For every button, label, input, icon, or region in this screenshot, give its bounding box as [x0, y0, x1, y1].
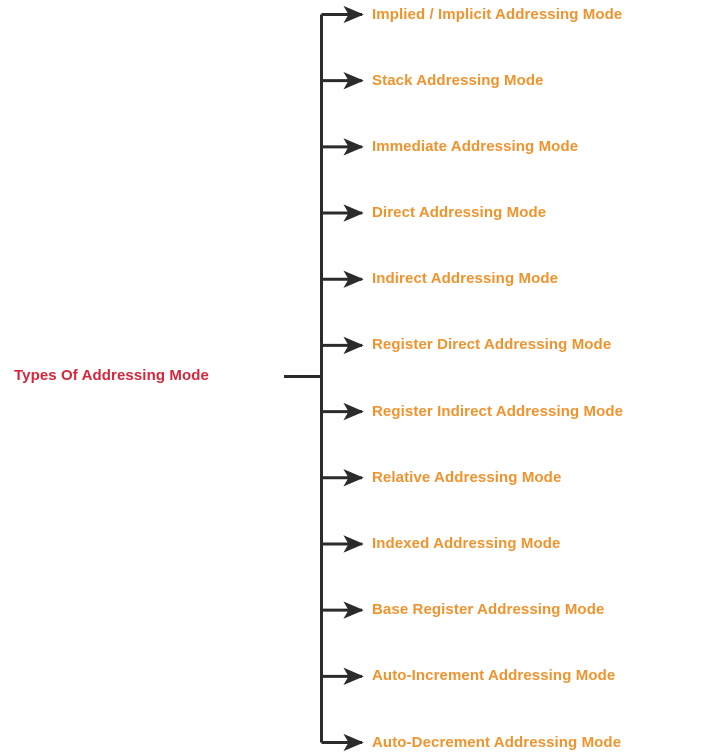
root-node-label: Types Of Addressing Mode: [14, 367, 209, 384]
branch-node-label: Auto-Increment Addressing Mode: [372, 667, 616, 685]
branch-node-label: Stack Addressing Mode: [372, 71, 544, 89]
branch-node-label: Indexed Addressing Mode: [372, 534, 561, 552]
branch-node-label: Direct Addressing Mode: [372, 204, 547, 222]
branch-node-label: Register Direct Addressing Mode: [372, 336, 612, 354]
branch-arrow-group: [321, 5, 364, 752]
branch-node-label: Implied / Implicit Addressing Mode: [372, 5, 623, 23]
branch-node-label: Indirect Addressing Mode: [372, 270, 559, 288]
branch-node-label: Register Indirect Addressing Mode: [372, 402, 624, 420]
branch-node-label: Relative Addressing Mode: [372, 468, 562, 486]
branch-node-label: Immediate Addressing Mode: [372, 137, 579, 155]
branch-node-label: Auto-Decrement Addressing Mode: [372, 733, 622, 751]
branch-node-label: Base Register Addressing Mode: [372, 601, 605, 619]
